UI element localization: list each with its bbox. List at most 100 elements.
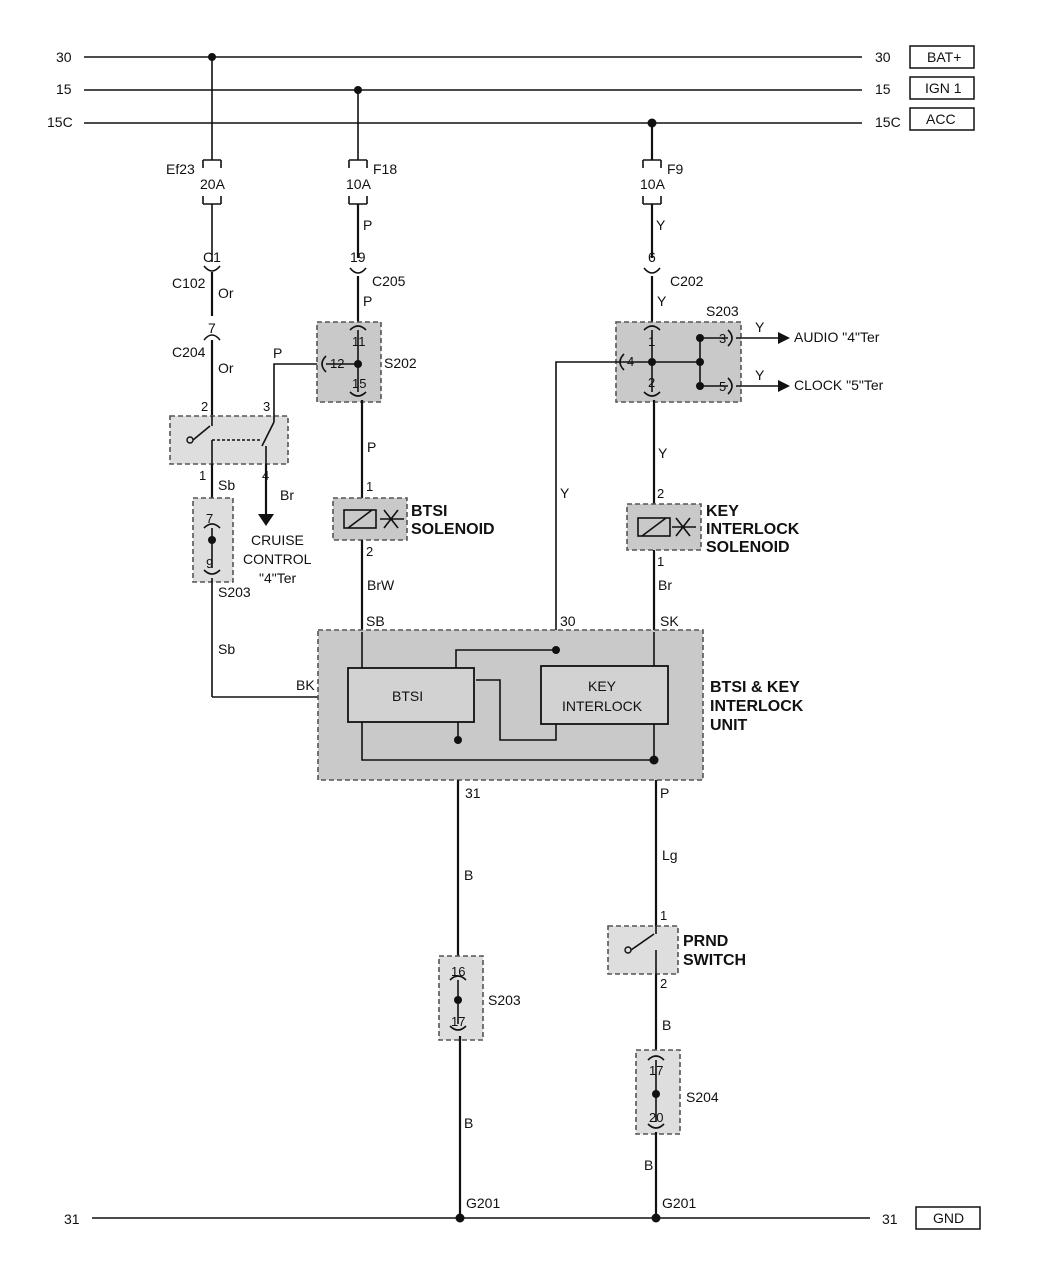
key-solenoid-pin-bottom: 1 xyxy=(657,554,664,569)
rail-15: 15 15 IGN 1 xyxy=(56,76,975,100)
wire-p-3: P xyxy=(367,439,376,455)
clock-output: CLOCK "5"Ter xyxy=(794,377,884,393)
s203-top-pin-5: 5 xyxy=(719,379,726,394)
wire-lg: Lg xyxy=(662,847,678,863)
unit-title-2: INTERLOCK xyxy=(710,698,804,715)
f18-branch: F18 10A P 19 C205 P xyxy=(346,86,406,322)
connector-c202: C202 xyxy=(670,273,704,289)
bat-tag: BAT+ xyxy=(927,49,961,65)
wire-b-1: B xyxy=(464,867,473,883)
btsi-solenoid-label-2: SOLENOID xyxy=(411,521,495,538)
unit-key-label-2: INTERLOCK xyxy=(562,698,643,714)
audio-output: AUDIO "4"Ter xyxy=(794,329,880,345)
cruise-label-3: "4"Ter xyxy=(259,570,297,586)
wire-br-cruise: Br xyxy=(280,487,294,503)
fuse-f9-name: F9 xyxy=(667,161,684,177)
s203-top-pin-3: 3 xyxy=(719,331,726,346)
wire-p-cruise: P xyxy=(273,345,282,361)
connector-pin6: 6 xyxy=(648,249,656,265)
key-solenoid-label-1: KEY xyxy=(706,503,739,520)
wire-sb-1: Sb xyxy=(218,477,235,493)
ground-right-branch: Lg 1 PRND SWITCH 2 B 17 20 S204 B G201 xyxy=(607,780,746,1223)
wire-y-2: Y xyxy=(657,293,667,309)
prnd-label-1: PRND xyxy=(683,933,728,950)
rail-15c-right-label: 15C xyxy=(875,114,901,130)
s203-left-name: S203 xyxy=(218,584,251,600)
s203-mid-name: S203 xyxy=(488,992,521,1008)
rail-15-right-label: 15 xyxy=(875,81,891,97)
wire-y-audio: Y xyxy=(755,319,765,335)
rail-15c: 15C 15C ACC xyxy=(47,107,975,131)
wire-y-unit: Y xyxy=(560,485,570,501)
unit-title-3: UNIT xyxy=(710,717,748,734)
s203-left-pin-9: 9 xyxy=(206,556,213,571)
rail-30-left-label: 30 xyxy=(56,49,72,65)
cruise-label-1: CRUISE xyxy=(251,532,304,548)
wire-or-2: Or xyxy=(218,360,234,376)
ign1-tag: IGN 1 xyxy=(925,80,962,96)
ground-left-branch: B 16 17 S203 B G201 xyxy=(438,780,521,1223)
connector-c204: C204 xyxy=(172,344,206,360)
unit-title-1: BTSI & KEY xyxy=(710,679,800,696)
unit-terminal-bk: BK xyxy=(296,677,315,693)
fuse-ef23-rating: 20A xyxy=(200,176,226,192)
rail-15-left-label: 15 xyxy=(56,81,72,97)
prnd-pin-bottom: 2 xyxy=(660,976,667,991)
prnd-pin-top: 1 xyxy=(660,908,667,923)
cruise-label-2: CONTROL xyxy=(243,551,312,567)
wire-y-clock: Y xyxy=(755,367,765,383)
wire-b-4: B xyxy=(644,1157,653,1173)
rail-31-left-label: 31 xyxy=(64,1211,80,1227)
s203-top-splice: S203 1 4 2 3 5 Y AUDIO "4"Ter Y CLOCK "5… xyxy=(555,303,884,650)
s204-name: S204 xyxy=(686,1089,719,1105)
gnd-tag: GND xyxy=(933,1210,964,1226)
unit-terminal-p: P xyxy=(660,785,669,801)
acc-tag: ACC xyxy=(926,111,956,127)
unit-terminal-31: 31 xyxy=(465,785,481,801)
s203-left-branch: Sb 7 9 S203 Sb BK xyxy=(192,464,348,698)
ground-g201-right: G201 xyxy=(662,1195,696,1211)
connector-pin19: 19 xyxy=(350,249,366,265)
unit-terminal-30: 30 xyxy=(560,613,576,629)
rail-31-right-label: 31 xyxy=(882,1211,898,1227)
s204-pin-20: 20 xyxy=(649,1110,663,1125)
wire-sb-2: Sb xyxy=(218,641,235,657)
wire-p-1: P xyxy=(363,217,372,233)
s202-pin-15: 15 xyxy=(352,376,366,391)
s202-name: S202 xyxy=(384,355,417,371)
wire-p-2: P xyxy=(363,293,372,309)
unit-terminal-sk: SK xyxy=(660,613,679,629)
wire-y-1: Y xyxy=(656,217,666,233)
ef23-branch: Ef23 20A C1 C102 Or 7 C204 Or xyxy=(166,53,234,416)
btsi-solenoid-label-1: BTSI xyxy=(411,503,447,520)
wire-y-3: Y xyxy=(658,445,668,461)
unit-key-label-1: KEY xyxy=(588,678,617,694)
prnd-label-2: SWITCH xyxy=(683,952,746,969)
wire-b-2: B xyxy=(464,1115,473,1131)
rail-15c-left-label: 15C xyxy=(47,114,73,130)
f9-branch: F9 10A Y 6 C202 Y xyxy=(640,118,704,322)
s203-mid-pin-16: 16 xyxy=(451,964,465,979)
wire-br-key: Br xyxy=(658,577,672,593)
connector-pin7: 7 xyxy=(208,320,216,336)
btsi-solenoid-pin-bottom: 2 xyxy=(366,544,373,559)
unit-terminal-sb: SB xyxy=(366,613,385,629)
s203-mid-pin-17: 17 xyxy=(451,1014,465,1029)
key-solenoid-label-3: SOLENOID xyxy=(706,539,790,556)
key-solenoid-pin-top: 2 xyxy=(657,486,664,501)
cruise-switch: 2 3 1 4 P Br CRUISE CONTROL "4"Ter xyxy=(169,345,322,586)
s203-top-name: S203 xyxy=(706,303,739,319)
connector-c205: C205 xyxy=(372,273,406,289)
connector-c1: C1 xyxy=(203,249,221,265)
btsi-solenoid: P 1 BTSI SOLENOID 2 BrW xyxy=(332,400,495,632)
fuse-ef23-name: Ef23 xyxy=(166,161,195,177)
cruise-pin-2: 2 xyxy=(201,399,208,414)
key-solenoid-label-2: INTERLOCK xyxy=(706,521,800,538)
wire-or-1: Or xyxy=(218,285,234,301)
connector-c102: C102 xyxy=(172,275,206,291)
cruise-pin-3: 3 xyxy=(263,399,270,414)
s202-splice: 11 12 15 S202 xyxy=(316,321,417,403)
btsi-key-unit: SB 30 SK BTSI KEY INTERLOCK BTSI & KEY I… xyxy=(317,613,804,801)
s203-left-pin-7: 7 xyxy=(206,511,213,526)
